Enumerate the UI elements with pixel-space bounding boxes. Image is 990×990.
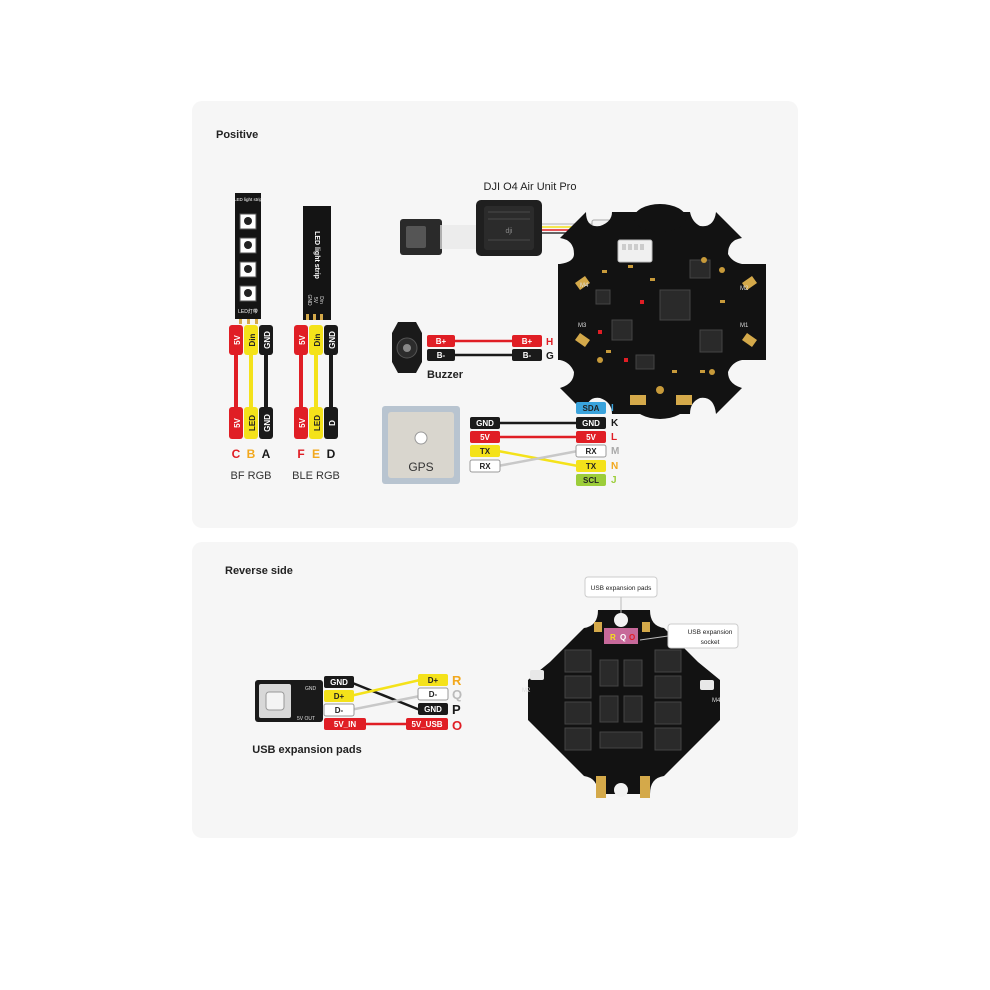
- ble-letter-e: E: [312, 447, 320, 461]
- usb-left-tag-3: D-: [335, 706, 344, 715]
- usb-right-tag-1: D+: [428, 676, 439, 685]
- fc-top-motor-label-3: M3: [578, 323, 587, 329]
- bf-wire-label-1: 5V: [233, 334, 242, 344]
- buzzer-group: B+ B- B+ B- H G Buzzer: [392, 322, 554, 381]
- gps-letter-l: L: [611, 432, 617, 443]
- gps-right-tag-1: SDA: [583, 404, 600, 413]
- bf-wire-label-3: GND: [263, 331, 272, 349]
- gps-label: GPS: [408, 460, 433, 474]
- ble-wire-label-2: Din: [313, 333, 322, 346]
- gps-letter-j: J: [611, 475, 617, 486]
- gps-left-tag-1: GND: [476, 419, 494, 428]
- usb-group: GND 5V OUT GND D+ D- 5V_IN D+ D- GND 5V_…: [252, 673, 462, 756]
- ble-pad-label-1: 5V: [298, 417, 307, 427]
- usb-board-label-2: 5V OUT: [297, 716, 315, 722]
- ble-rgb-label: BLE RGB: [292, 470, 340, 482]
- gps-right-tag-3: 5V: [586, 433, 596, 442]
- gps-left-tag-3: TX: [480, 447, 491, 456]
- gps-right-tag-6: SCL: [583, 476, 599, 485]
- bf-wire-label-2: Din: [248, 333, 257, 346]
- usb-left-tag-1: GND: [330, 678, 348, 687]
- ble-pad-label-3: D: [328, 420, 337, 426]
- pad-letter-r: R: [610, 633, 616, 642]
- positive-section-title: Positive: [216, 129, 259, 141]
- usb-letter-o: O: [452, 718, 462, 733]
- usb-left-tag-4: 5V_IN: [334, 720, 356, 729]
- ble-pin-label-3: Din: [318, 296, 324, 304]
- fc-bottom-board: USB expansion pads USB expansion socket …: [522, 576, 739, 798]
- bf-pad-label-2: LED: [248, 415, 257, 431]
- buzzer-right-tag-1: B+: [522, 337, 533, 346]
- pad-letter-o: O: [629, 633, 635, 642]
- usb-board-label-1: GND: [305, 686, 317, 692]
- callout-usb-pads: USB expansion pads: [591, 585, 652, 592]
- ble-wire-label-3: GND: [328, 331, 337, 349]
- usb-letter-p: P: [452, 702, 461, 717]
- usb-right-tag-3: GND: [424, 705, 442, 714]
- usb-right-tag-2: D-: [429, 690, 438, 699]
- bf-pad-label-3: GND: [263, 414, 272, 432]
- ble-letter-d: D: [327, 447, 336, 461]
- fc-top-motor-label-2: M2: [740, 286, 749, 292]
- ble-strip-text: LED light strip: [313, 231, 320, 279]
- gps-left-tag-2: 5V: [480, 433, 490, 442]
- gps-group: GPS GND 5V TX RX SDA GND 5V RX TX SCL I …: [382, 402, 619, 486]
- fc-top-board: M4 M2 M3 M1: [558, 204, 766, 419]
- usb-left-tag-2: D+: [334, 692, 345, 701]
- bf-pad-label-1: 5V: [233, 417, 242, 427]
- gps-letter-m: M: [611, 446, 619, 457]
- ble-pad-label-2: LED: [313, 415, 322, 431]
- gps-right-tag-2: GND: [582, 419, 600, 428]
- pad-letter-q: Q: [620, 633, 626, 642]
- fc-bottom-motor-label-2: M4: [712, 698, 721, 704]
- svg-text:dji: dji: [505, 228, 512, 235]
- usb-right-tag-4: 5V_USB: [411, 720, 442, 729]
- buzzer-left-tag-1: B+: [436, 337, 447, 346]
- fc-top-motor-label-4: M1: [740, 323, 749, 329]
- usb-letter-q: Q: [452, 687, 462, 702]
- air-unit-label: DJI O4 Air Unit Pro: [484, 181, 577, 193]
- buzzer-letter-h: H: [546, 337, 553, 348]
- gps-letter-i: I: [611, 403, 614, 414]
- gps-letter-k: K: [611, 418, 619, 429]
- buzzer-right-tag-2: B-: [523, 351, 532, 360]
- bf-letter-b: B: [247, 447, 256, 461]
- bf-letter-a: A: [262, 447, 271, 461]
- fc-top-motor-label-1: M4: [580, 283, 589, 289]
- callout-usb-socket-1: USB expansion: [688, 629, 733, 636]
- buzzer-left-tag-2: B-: [437, 351, 446, 360]
- gps-right-tag-5: TX: [586, 462, 597, 471]
- ble-wire-label-1: 5V: [298, 334, 307, 344]
- bf-strip-text-bottom: LED灯带: [238, 308, 258, 315]
- bf-rgb-label: BF RGB: [231, 470, 272, 482]
- buzzer-letter-g: G: [546, 351, 554, 362]
- air-unit-group: DJI O4 Air Unit Pro dji: [400, 181, 611, 256]
- gps-right-tag-4: RX: [585, 447, 597, 456]
- reverse-section-title: Reverse side: [225, 565, 293, 577]
- ble-pin-label-2: 5V: [312, 297, 318, 304]
- bf-strip-text: LED light strip: [234, 197, 263, 202]
- usb-expansion-label: USB expansion pads: [252, 744, 361, 756]
- gps-letter-n: N: [611, 461, 618, 472]
- bf-rgb-group: LED light strip LED灯带 5V Din GND 5V LED …: [229, 193, 273, 482]
- ble-letter-f: F: [297, 447, 304, 461]
- gps-left-tag-4: RX: [479, 462, 491, 471]
- buzzer-label: Buzzer: [427, 369, 464, 381]
- bf-letter-c: C: [232, 447, 241, 461]
- callout-usb-socket-2: socket: [701, 639, 720, 646]
- ble-rgb-group: LED light strip GND 5V Din 5V Din GND 5V…: [292, 206, 340, 482]
- ble-pin-label-1: GND: [306, 294, 312, 306]
- ble-led-strip: [303, 206, 331, 320]
- fc-bottom-motor-label-1: M2: [522, 688, 531, 694]
- usb-letter-r: R: [452, 673, 462, 688]
